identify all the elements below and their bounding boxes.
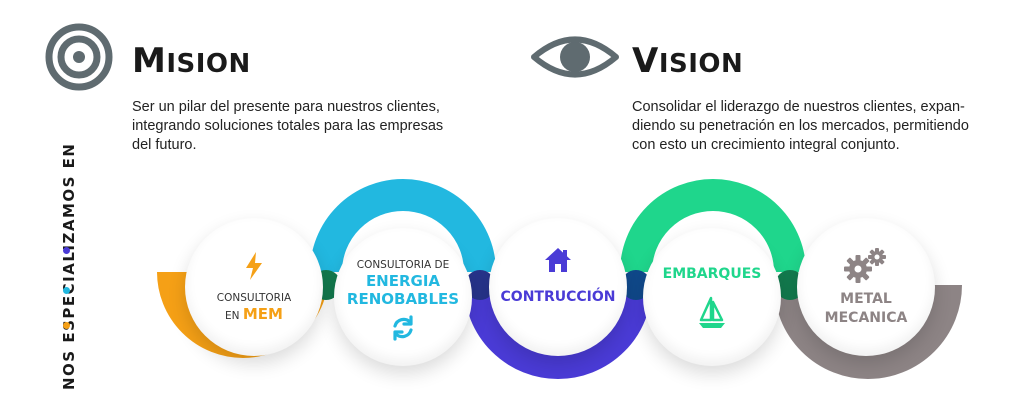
dot-purple [63, 247, 70, 254]
sailboat-icon [699, 296, 725, 328]
gears-icon [844, 248, 886, 283]
service-consultoria-mem: CONSULTORIA EN MEM [185, 218, 323, 356]
service-label-2: CONSULTORIA DE [356, 259, 450, 271]
service-label-4: EMBARQUES [662, 265, 762, 282]
mision-title: MISION [132, 41, 251, 81]
ribbon-arc-green [620, 179, 806, 273]
vision-section: VISION Consolidar el liderazgo de nuestr… [530, 22, 1000, 162]
service-energia-renobables: CONSULTORIA DE ENERGIA RENOBABLES [334, 228, 472, 366]
service-label-2b: ENERGIA [365, 272, 441, 290]
dot-cyan [63, 287, 70, 294]
mision-section: MISION Ser un pilar del presente para nu… [44, 22, 484, 162]
dot-orange [63, 322, 70, 329]
ribbon-arc-cyan [310, 179, 496, 273]
vision-text: Consolidar el liderazgo de nuestros clie… [632, 99, 969, 153]
junction-2 [465, 270, 495, 300]
service-contruccion: CONTRUCCIÓN [489, 218, 627, 356]
service-metal-mecanica: METAL MECANICA [797, 218, 935, 356]
service-label-2c: RENOBABLES [346, 290, 460, 308]
house-icon [545, 247, 571, 272]
service-label-5: METAL [840, 291, 892, 307]
eye-icon [531, 36, 619, 78]
mision-text: Ser un pilar del presente para nuestros … [132, 99, 444, 153]
target-icon [45, 23, 113, 91]
lightning-icon [246, 251, 262, 280]
service-embarques: EMBARQUES [643, 228, 781, 366]
service-label-1b: EN MEM [225, 304, 283, 323]
service-label-1: CONSULTORIA [216, 291, 292, 304]
ribbon-arc-purple [464, 284, 652, 379]
service-label-3: CONTRUCCIÓN [500, 288, 616, 305]
service-label-5b: MECANICA [824, 310, 908, 326]
vision-title: VISION [632, 41, 744, 81]
ribbon-arc-gray [774, 284, 962, 379]
refresh-icon [393, 315, 413, 341]
